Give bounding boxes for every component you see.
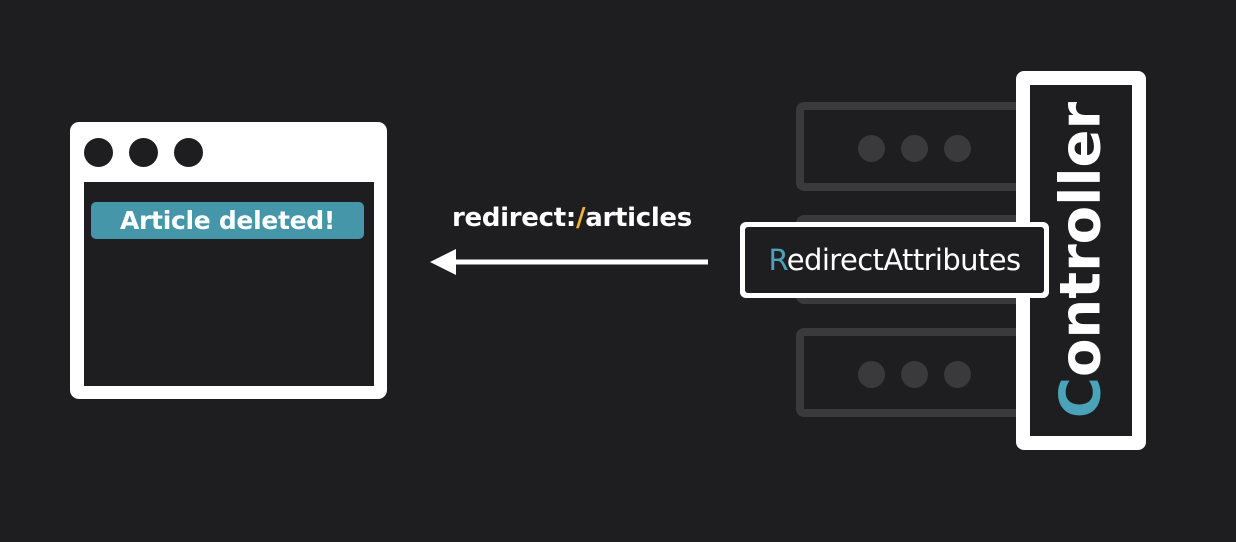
rack-dot-icon: [858, 135, 885, 162]
rack-dot-icon: [858, 361, 885, 388]
server-rack: [796, 328, 1036, 417]
window-dot-icon: [174, 138, 203, 167]
window-dot-icon: [129, 138, 158, 167]
redirect-slash: /: [576, 203, 586, 233]
rack-dot-icon: [944, 361, 971, 388]
controller-rest: ontroller: [1048, 101, 1114, 378]
redirect-path: articles: [585, 203, 692, 233]
redirect-attributes-box: RedirectAttributes: [740, 222, 1049, 298]
controller-label: Controller: [1049, 102, 1114, 418]
redirect-colon: :: [565, 203, 576, 233]
redirect-keyword: redirect: [452, 203, 566, 233]
browser-viewport: Article deleted!: [84, 182, 374, 386]
browser-window: Article deleted!: [70, 122, 387, 399]
redirect-label: redirect:/articles: [452, 203, 692, 233]
server-rack: [796, 102, 1036, 191]
controller-initial: C: [1048, 377, 1114, 419]
rack-dot-icon: [944, 135, 971, 162]
redirect-attributes-label: RedirectAttributes: [745, 227, 1044, 293]
window-dot-icon: [84, 138, 113, 167]
left-arrow-icon: [430, 249, 708, 275]
rack-dot-icon: [901, 361, 928, 388]
redirect-attributes-initial: R: [768, 243, 788, 277]
flash-message: Article deleted!: [91, 202, 364, 239]
redirect-attributes-rest: edirectAttributes: [786, 243, 1021, 277]
rack-dot-icon: [901, 135, 928, 162]
